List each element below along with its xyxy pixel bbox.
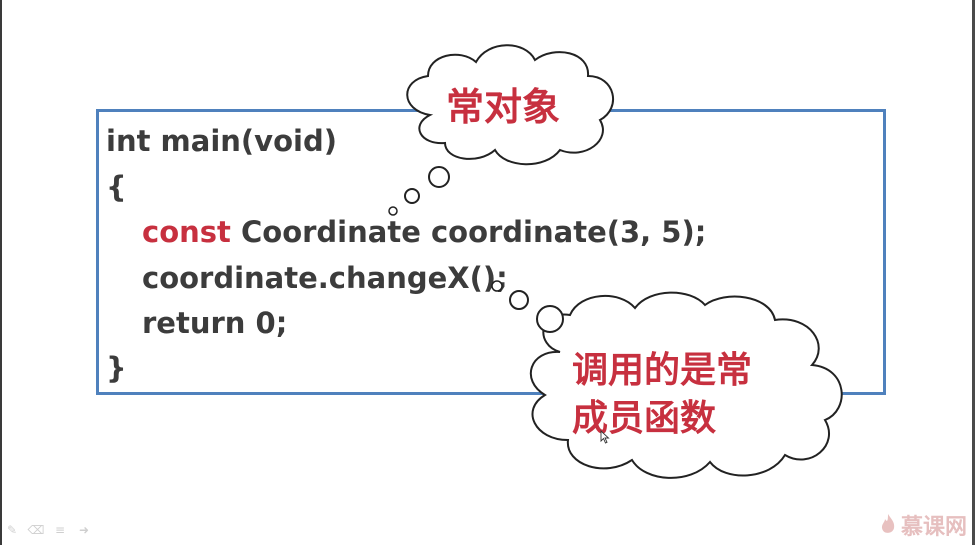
callout-line-1: 调用的是常	[572, 350, 753, 391]
flame-logo-icon	[881, 514, 895, 533]
const-declaration-rest: Coordinate coordinate(3, 5);	[230, 215, 707, 249]
code-line-open-brace: {	[106, 170, 127, 204]
presentation-toolbar: ✎ ⌫ ≡ ➜	[4, 523, 92, 537]
watermark-text: 慕课网	[900, 515, 967, 540]
code-line-main-signature: int main(void)	[106, 124, 337, 158]
const-member-function-callout-text: 调用的是常 成员函数	[572, 347, 752, 443]
left-edge-line	[0, 0, 2, 545]
callout-line-2: 成员函数	[572, 398, 717, 439]
code-line-method-call: coordinate.changeX();	[142, 261, 508, 295]
code-line-close-brace: }	[106, 351, 127, 385]
const-object-callout-text: 常对象	[446, 85, 561, 129]
pen-icon[interactable]: ✎	[6, 523, 18, 537]
code-line-return: return 0;	[142, 306, 288, 340]
imooc-watermark: 慕课网	[879, 509, 967, 541]
const-keyword: const	[142, 215, 231, 249]
next-arrow-icon[interactable]: ➜	[78, 523, 90, 537]
right-edge-line	[972, 0, 975, 545]
eraser-icon[interactable]: ⌫	[27, 523, 45, 537]
code-line-const-declaration: const Coordinate coordinate(3, 5);	[142, 215, 706, 249]
menu-icon[interactable]: ≡	[54, 523, 66, 537]
mouse-cursor-icon	[600, 430, 610, 444]
